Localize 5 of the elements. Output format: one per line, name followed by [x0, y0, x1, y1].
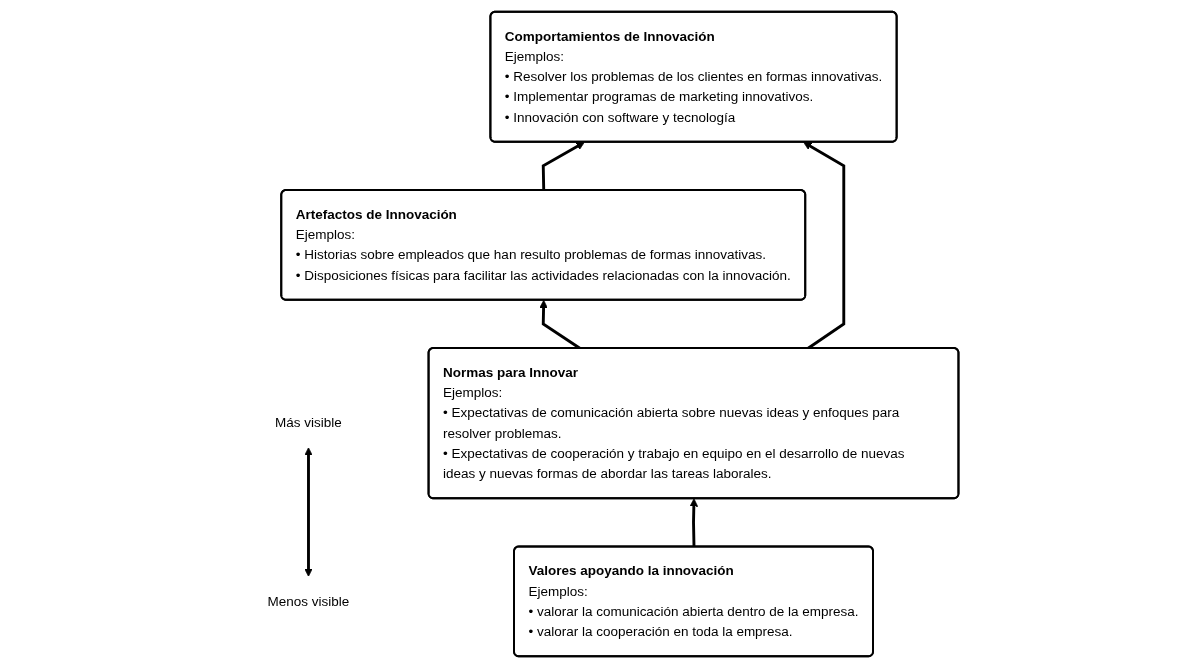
arrow [542, 141, 586, 191]
arrow [304, 447, 314, 577]
arrow [690, 498, 699, 547]
node-text: Más visible [275, 414, 343, 431]
node-text: Menos visible [268, 593, 350, 609]
